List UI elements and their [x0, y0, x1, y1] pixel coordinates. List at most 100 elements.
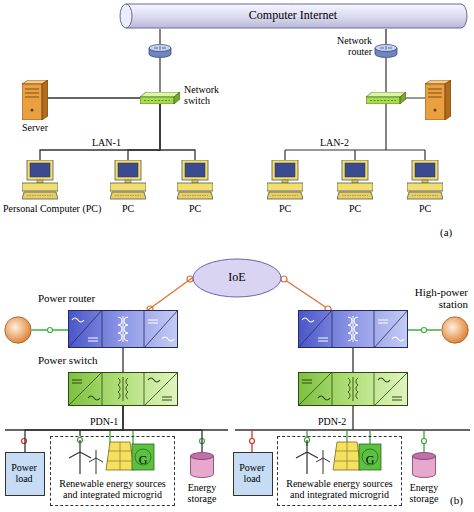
connector-wire — [160, 104, 195, 160]
node-label: Power switch — [38, 354, 128, 366]
power-station-icon — [441, 316, 469, 344]
pc-icon-icon — [22, 160, 58, 200]
power-switch-icon — [68, 372, 178, 406]
energy-storage: Energy storage — [180, 450, 226, 506]
part-label: (b) — [450, 494, 463, 506]
generator-icon — [5, 317, 31, 343]
power-switch-shape — [68, 372, 178, 406]
network-router: Network router — [325, 33, 400, 61]
pc-icon: PC — [170, 160, 222, 216]
power-station: High-power station — [394, 286, 470, 344]
node-label: PC — [400, 203, 450, 214]
node-label: Personal Computer (PC) — [3, 203, 113, 214]
pc-icon-icon — [407, 160, 443, 200]
connector-wire — [128, 104, 160, 160]
node-label: Computer Internet — [118, 9, 468, 22]
energy-storage: Energy storage — [402, 450, 448, 506]
ioe-ellipse: IoE — [192, 258, 284, 298]
internet-cylinder: Computer Internet — [118, 3, 470, 29]
pc-icon-shape — [22, 160, 58, 199]
pc-icon-icon — [337, 160, 373, 200]
server-icon: Server — [10, 78, 62, 136]
network-router-shape — [375, 45, 397, 58]
part-label: PDN-2 — [318, 416, 346, 427]
part-label: LAN-2 — [320, 137, 349, 148]
generator-letter: G — [132, 454, 154, 467]
server-icon-icon — [22, 80, 48, 120]
connection-dots-part — [48, 328, 53, 333]
lan-wiring — [160, 29, 425, 160]
connector-wire — [80, 406, 123, 436]
node-label: Power router — [38, 292, 128, 304]
pc-icon-shape — [337, 160, 373, 199]
power-router-shape — [68, 310, 178, 348]
connector-wire — [25, 406, 123, 452]
pc-icon-icon — [177, 160, 213, 200]
node-label: PC — [170, 203, 220, 214]
node-label: Power load — [233, 462, 271, 484]
connection-dots — [22, 276, 427, 444]
power-load-box: Power load — [5, 452, 45, 496]
connection-dots-part — [422, 439, 427, 444]
part-label: PDN-1 — [90, 416, 118, 427]
power-wiring-part — [5, 348, 470, 430]
power-switch: Power switch — [38, 352, 180, 406]
network-switch-shape — [140, 92, 180, 104]
connection-dots-part — [250, 439, 255, 444]
pc-icon-icon — [110, 160, 146, 200]
pc-icon: PC — [330, 160, 382, 216]
energy-storage-icon — [412, 452, 436, 478]
power-wiring-part — [282, 278, 330, 310]
microgrid-box: Renewable energy sources and integrated … — [50, 436, 175, 506]
node-label: Network router — [325, 35, 372, 57]
power-router-icon — [298, 310, 408, 348]
router-icon — [149, 45, 171, 58]
connector-wire — [122, 348, 123, 372]
node-label: Renewable energy sources and integrated … — [279, 478, 400, 500]
connector-wire — [40, 104, 160, 160]
ioe-ellipse-shape — [193, 259, 281, 297]
node-label: Renewable energy sources and integrated … — [52, 478, 173, 500]
power-wiring — [5, 278, 470, 452]
pc-icon-shape — [177, 160, 213, 199]
part-label: LAN-1 — [92, 137, 121, 148]
power-router: Power router — [38, 290, 180, 348]
lan-wiring-part — [159, 29, 160, 92]
microgrid-box: Renewable energy sources and integrated … — [277, 436, 402, 506]
energy-storage-shape — [413, 453, 436, 478]
node-label: PC — [103, 203, 153, 214]
node-label: IoE — [192, 271, 282, 284]
pc-icon-shape — [407, 160, 443, 199]
energy-storage-shape — [191, 453, 214, 478]
connection-dots-part — [281, 276, 287, 282]
connector-wire — [385, 29, 386, 44]
switch-icon — [366, 92, 406, 104]
node-label: Server — [10, 122, 60, 133]
microgrid-box-shape — [296, 440, 381, 474]
lan-wiring-part — [285, 58, 425, 160]
connector-wire — [148, 278, 192, 310]
pc-icon-icon — [267, 160, 303, 200]
node-label: Energy storage — [180, 482, 224, 504]
pc-icon: PC — [260, 160, 312, 216]
power-station-shape — [442, 317, 468, 343]
pc-icon: Personal Computer (PC) — [3, 160, 115, 216]
connection-dots-part — [422, 328, 427, 333]
power-router-icon — [68, 310, 178, 348]
generator-letter: G — [359, 454, 381, 467]
network-switch: Network switch — [140, 84, 236, 110]
energy-storage-icon — [190, 452, 214, 478]
node-label: Energy storage — [402, 482, 446, 504]
pc-icon: PC — [103, 160, 155, 216]
connector-wire — [48, 97, 140, 98]
pc-icon: PC — [400, 160, 452, 216]
part-label: (a) — [440, 226, 452, 238]
pc-icon-shape — [110, 160, 146, 199]
network-router-icon — [374, 44, 398, 58]
node-label: PC — [330, 203, 380, 214]
node-label: Network switch — [184, 84, 234, 106]
network-switch-icon — [140, 92, 180, 104]
node-label: Power load — [5, 462, 43, 484]
pc-icon-shape — [267, 160, 303, 199]
